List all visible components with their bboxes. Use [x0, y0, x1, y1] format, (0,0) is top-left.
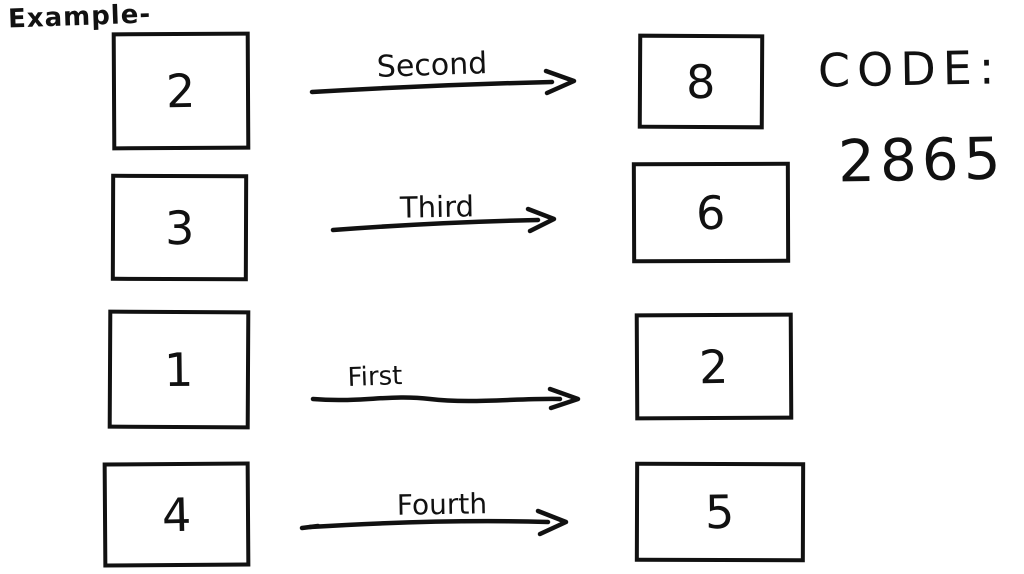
- target-box-row3: 2: [634, 312, 794, 421]
- arrow-third: [330, 217, 541, 233]
- arrow-second-head-icon: [543, 68, 577, 96]
- arrow-label-row1: Second: [376, 46, 488, 85]
- arrow-label-row4: Fourth: [396, 487, 488, 522]
- source-box-row1: 2: [111, 31, 251, 151]
- arrow-second: [309, 79, 555, 95]
- arrow-fourth-head-icon: [535, 508, 569, 537]
- arrow-first-head-icon: [547, 386, 581, 411]
- target-box-row4: 5: [634, 461, 806, 563]
- source-box-row4: 4: [102, 461, 251, 568]
- target-value-row1: 8: [686, 54, 716, 109]
- target-box-row1: 8: [637, 33, 765, 130]
- target-box-row2: 6: [631, 161, 791, 264]
- source-value-row1: 2: [165, 63, 197, 119]
- target-value-row4: 5: [704, 484, 736, 540]
- arrow-label-row3: First: [347, 361, 403, 393]
- arrow-fourth: [307, 518, 551, 530]
- code-value: 2865: [837, 124, 1007, 196]
- source-value-row3: 1: [164, 342, 194, 397]
- source-box-row2: 3: [110, 173, 249, 282]
- arrow-first: [310, 395, 563, 404]
- code-label: CODE:: [817, 40, 1002, 98]
- source-box-row3: 1: [107, 309, 251, 430]
- arrow-third-head-icon: [525, 206, 557, 234]
- target-value-row2: 6: [695, 185, 727, 240]
- source-value-row4: 4: [161, 487, 192, 542]
- target-value-row3: 2: [698, 339, 730, 394]
- arrow-label-row2: Third: [399, 189, 475, 225]
- source-value-row2: 3: [164, 200, 195, 255]
